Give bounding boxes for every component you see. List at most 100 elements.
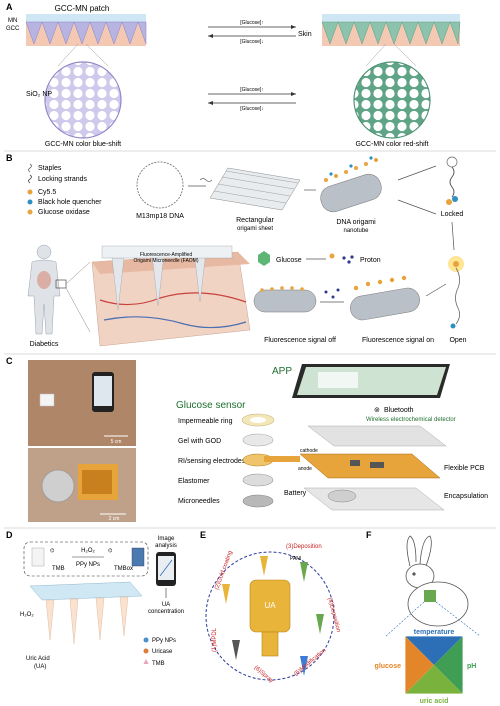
signal-off-tube xyxy=(253,286,317,313)
proton-label: Proton xyxy=(360,257,381,264)
h2o2-top-label: H₂O₂ xyxy=(81,548,95,554)
staple-strand xyxy=(199,178,213,182)
legend-staples: Staples xyxy=(38,165,62,172)
chip-center-label: UA xyxy=(264,601,276,610)
uric-acid-f-label: uric acid xyxy=(420,698,449,705)
dna-origami-label-2: nanotube xyxy=(343,228,369,234)
proton-dots-2 xyxy=(324,288,340,299)
mid-glucose-arrows xyxy=(208,92,296,105)
quad-sensor xyxy=(404,635,464,695)
left-microneedles xyxy=(25,21,147,45)
staples-icon xyxy=(28,163,32,173)
pcb-stack xyxy=(299,425,447,511)
tmbox-tube-icon xyxy=(131,547,145,567)
proton-dots xyxy=(342,255,354,264)
rect-origami-sheet xyxy=(209,167,301,211)
faom-label-2: Origami Microneedle (FAOM) xyxy=(133,258,198,264)
glucose-sensor-title: Glucose sensor xyxy=(176,400,246,411)
signal-off-label: Fluorescence signal off xyxy=(264,337,336,344)
zoom-line-b1 xyxy=(65,261,91,285)
h2o2-side-label: H₂O₂ xyxy=(20,612,34,618)
right-patch-backing xyxy=(322,14,460,22)
panel-b-letter: B xyxy=(6,153,13,163)
app-label: APP xyxy=(272,366,292,377)
zoom-line-b2 xyxy=(65,287,91,333)
cathode-label: cathode xyxy=(300,448,318,454)
glucose-label: Glucose xyxy=(276,257,302,264)
faom-skin-block xyxy=(91,245,251,347)
quencher-icon xyxy=(27,199,33,205)
reaction-box xyxy=(23,541,149,577)
legend-locking: Locking strands xyxy=(38,176,88,183)
zoom-line-f2 xyxy=(435,601,481,637)
tmbox-label: TMBox xyxy=(114,566,133,572)
left-zoom-line-2 xyxy=(85,43,109,67)
b-row2-arrows xyxy=(320,221,455,303)
wireless-label: Wireless electrochemical detector xyxy=(366,417,456,423)
image-analysis-1: Image xyxy=(158,536,175,542)
phone-app xyxy=(292,364,450,398)
step-4-deposition: (4)Deposition xyxy=(326,597,341,633)
scale-2cm: 2 cm xyxy=(109,516,120,522)
panel-d-letter: D xyxy=(6,530,13,540)
bluetooth-icon: ⊚ xyxy=(374,407,380,414)
tmb-label: TMB xyxy=(52,566,65,572)
right-patch xyxy=(321,14,461,46)
glucose-oxidase-icon xyxy=(27,209,33,215)
legend-gox: Glucose oxidase xyxy=(38,209,90,216)
right-microneedles xyxy=(321,21,461,45)
sio2-label: SiO₂ NP xyxy=(26,91,52,98)
zoom-line-f1 xyxy=(385,601,425,637)
dna-origami-label-1: DNA origami xyxy=(336,219,376,226)
panel-f: F temperature glucose pH uric acid xyxy=(366,530,481,705)
uric-acid-label-2: (UA) xyxy=(34,664,46,670)
tmb-molecule-icon: ⌬ xyxy=(50,548,54,554)
panel-e: E UA (3)Deposition PANI (4)Deposition (5… xyxy=(200,530,341,684)
left-patch-backing xyxy=(26,14,146,22)
legend-ppy: PPy NPs xyxy=(152,638,176,644)
panel-c: C 5 cm 2 cm APP Glucose sensor ⊚ xyxy=(6,356,488,522)
right-zoom-line-2 xyxy=(393,43,417,67)
ua-concentration-1: UA xyxy=(162,602,170,608)
image-analysis-2: analysis xyxy=(155,543,177,549)
skin-label: Skin xyxy=(298,31,312,38)
ua-concentration-2: concentration xyxy=(148,609,184,615)
dna-nanotube xyxy=(320,156,382,213)
step-1-mpdl: (1)MPDL xyxy=(212,627,218,652)
panel-a-letter: A xyxy=(6,2,13,12)
panel-e-letter: E xyxy=(200,530,206,540)
cy55-icon xyxy=(27,189,33,195)
panel-f-letter: F xyxy=(366,530,372,540)
panel-a: A GCC-MN patch MN GCC Skin [Glucose]↑ [G… xyxy=(6,2,461,148)
red-shift-label: GCC-MN color red-shift xyxy=(355,141,428,148)
locked-hairpin xyxy=(446,156,458,205)
locking-strands-icon xyxy=(28,174,32,184)
bluetooth-label: Bluetooth xyxy=(384,407,414,414)
tmb-triangle-icon xyxy=(143,659,149,664)
diabetic-figure xyxy=(27,244,67,335)
battery-label: Battery xyxy=(284,490,307,497)
layer-electrodes: RI/sensing electrodes xyxy=(178,458,246,465)
glucose-up-mid: [Glucose]↑ xyxy=(240,87,264,93)
open-label: Open xyxy=(449,337,466,344)
ph-label: pH xyxy=(467,663,476,670)
layer-gel: Gel with GOD xyxy=(178,438,221,445)
m13-dna-loop xyxy=(136,161,184,209)
legend-tmb: TMB xyxy=(152,661,165,667)
photo-device xyxy=(28,448,136,522)
panel-b: B Staples Locking strands Cy5.5 Black ho… xyxy=(6,153,467,348)
legend-quencher: Black hole quencher xyxy=(38,199,102,206)
faom-label-1: Fluorescence-Amplified xyxy=(140,252,192,258)
gcc-label: GCC xyxy=(6,26,20,32)
panel-d: D ⌬ ⌬ TMB H₂O₂ PPy NPs TMBox H₂O₂ Uric A… xyxy=(6,530,184,670)
legend-uricase: Uricase xyxy=(152,649,173,655)
blue-gcc-circle xyxy=(44,61,122,139)
legend-cy55: Cy5.5 xyxy=(38,189,56,196)
step-5-modification: (5)Modification xyxy=(293,648,327,678)
top-glucose-arrows xyxy=(208,25,296,38)
b-row1-arrows xyxy=(188,165,437,215)
b-legend-icons xyxy=(27,163,33,215)
step-3-deposition: (3)Deposition xyxy=(286,544,322,550)
green-gcc-circle xyxy=(353,61,431,139)
